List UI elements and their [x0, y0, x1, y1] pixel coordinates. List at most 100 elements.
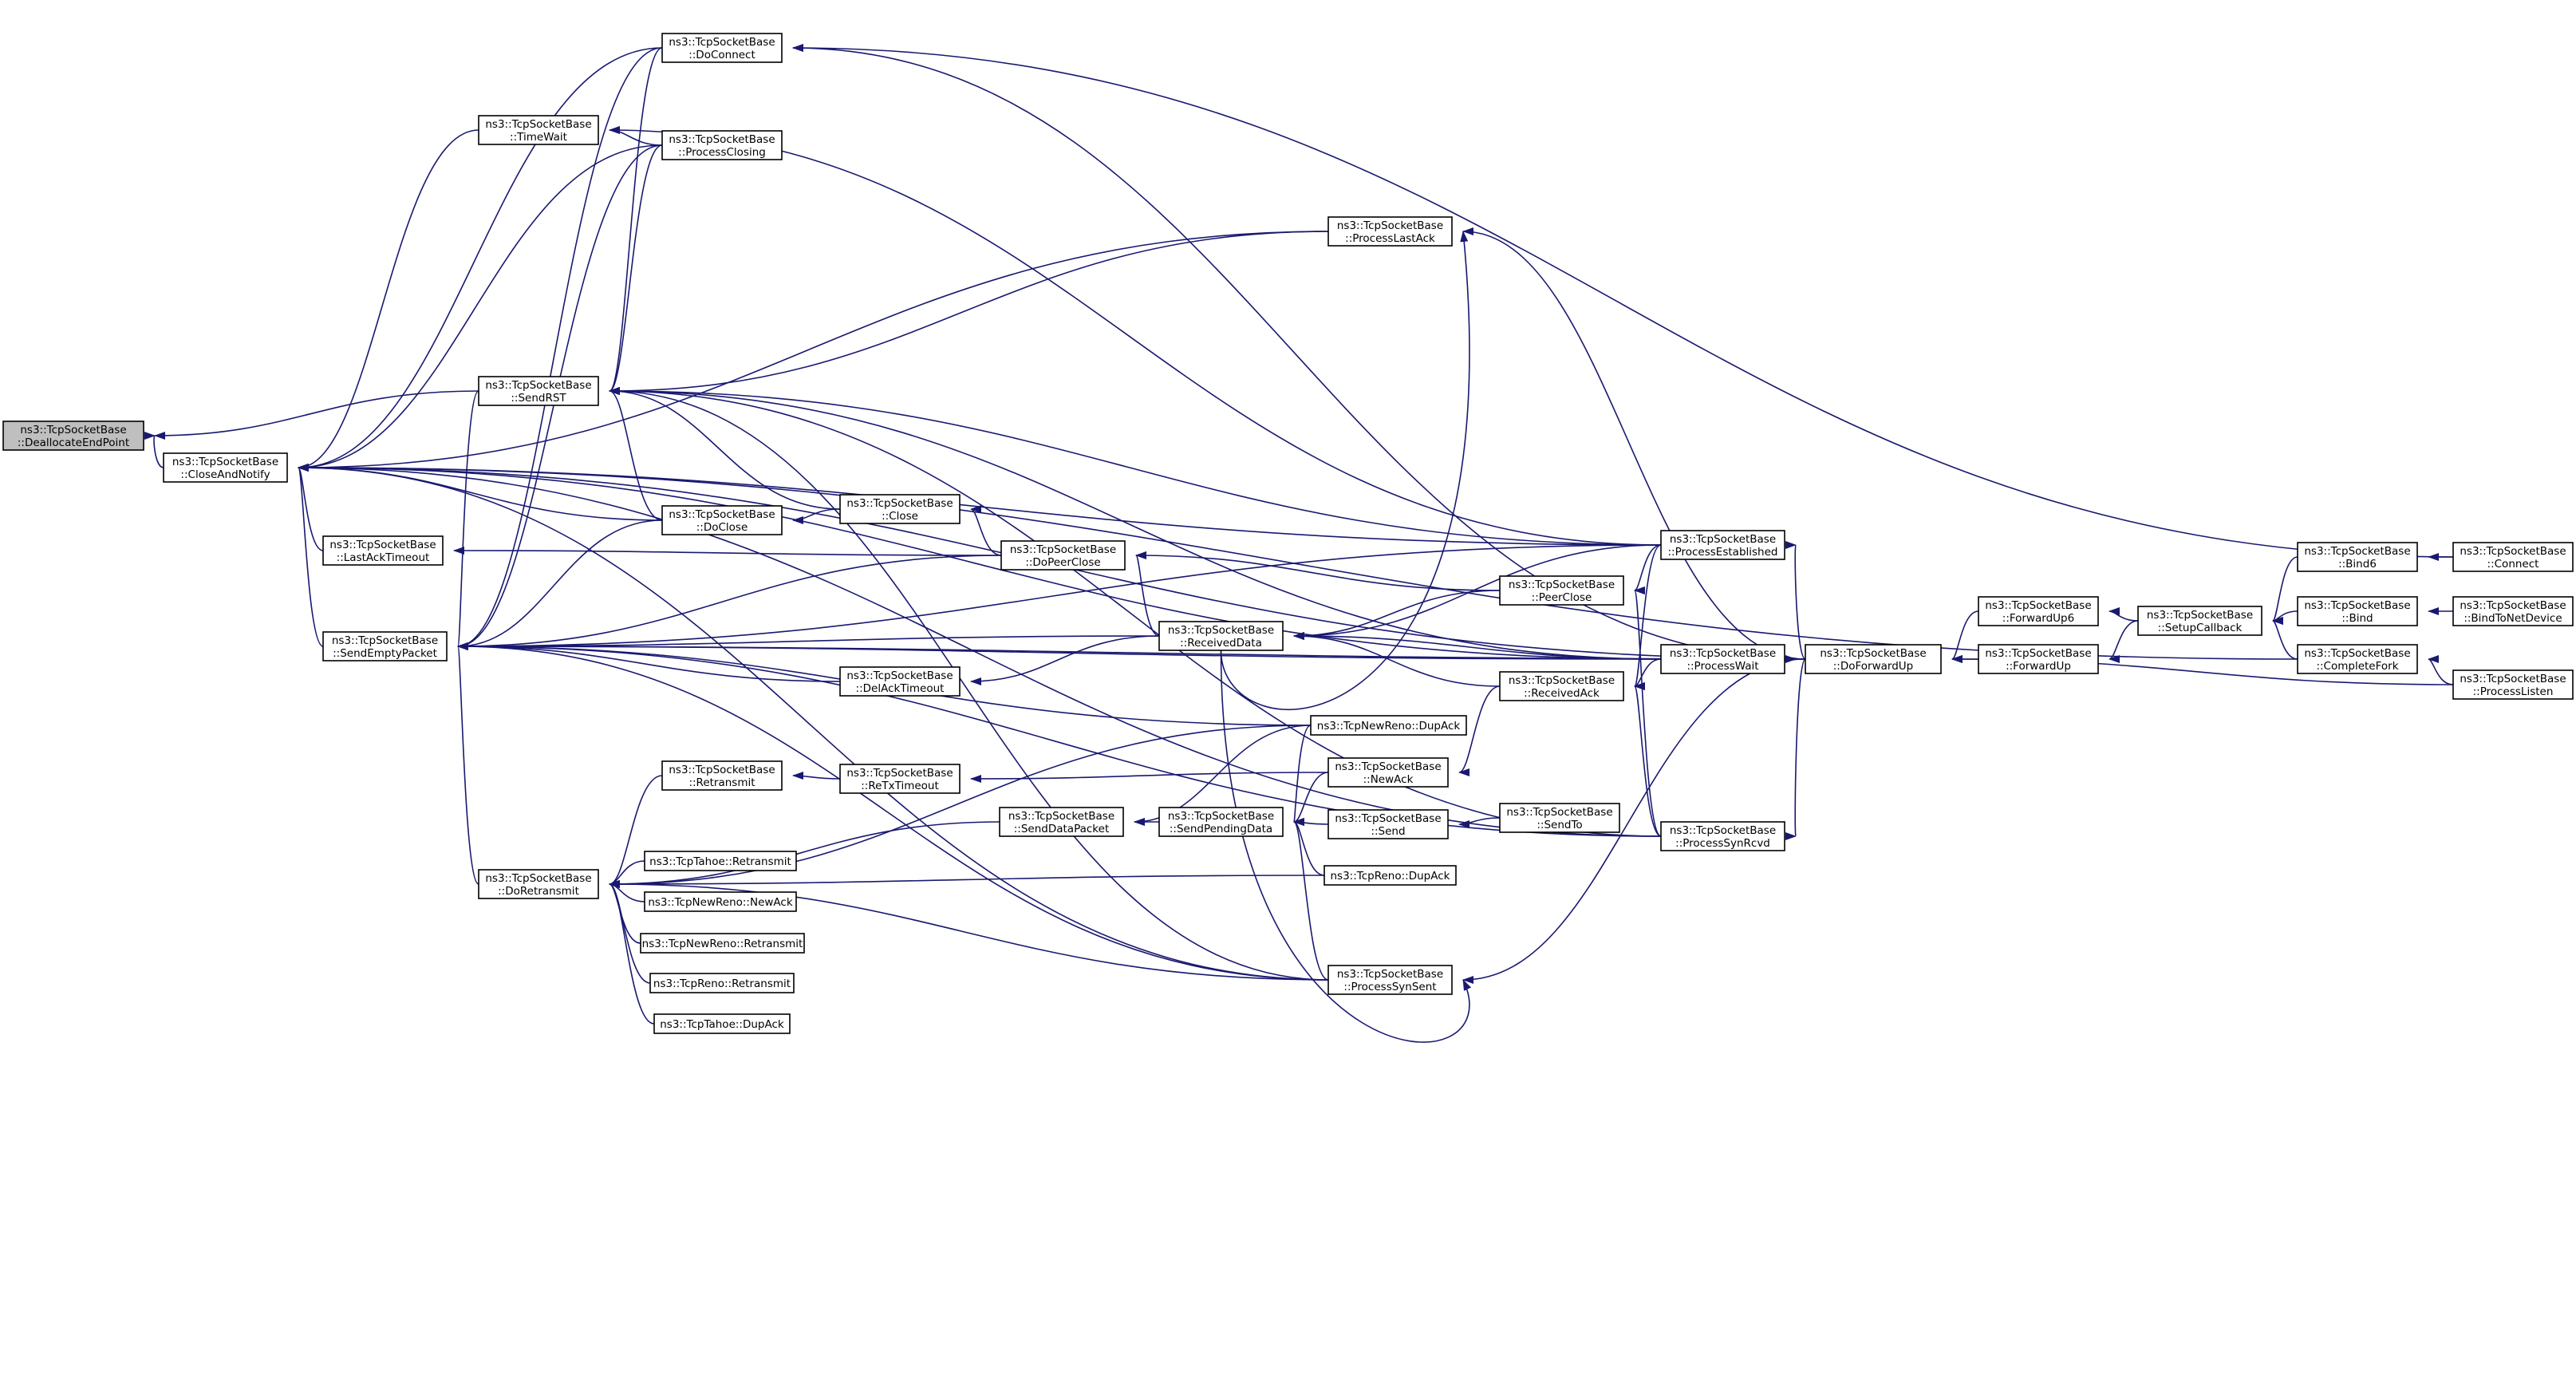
node-newreno_dupack[interactable]: ns3::TcpNewReno::DupAck — [1310, 715, 1467, 736]
node-processlastack[interactable]: ns3::TcpSocketBase::ProcessLastAck — [1327, 216, 1453, 247]
node-sendto[interactable]: ns3::TcpSocketBase::SendTo — [1499, 803, 1620, 833]
node-processlisten[interactable]: ns3::TcpSocketBase::ProcessListen — [2452, 669, 2574, 700]
node-box — [1660, 644, 1785, 674]
node-box — [1310, 715, 1467, 736]
edge-doconnect-to-closeandnotify — [298, 47, 663, 472]
node-box — [322, 631, 448, 661]
node-timewait[interactable]: ns3::TcpSocketBase::TimeWait — [478, 115, 599, 145]
node-label: ns3::TcpSocketBase — [1335, 812, 1441, 825]
edge-processestablished-to-sendrst — [609, 387, 1662, 546]
node-processclosing[interactable]: ns3::TcpSocketBase::ProcessClosing — [661, 130, 783, 160]
node-label: ::Bind6 — [2338, 558, 2377, 571]
node-label: ns3::TcpSocketBase — [329, 539, 436, 551]
node-bind[interactable]: ns3::TcpSocketBase::Bind — [2297, 596, 2418, 626]
node-label: ns3::TcpSocketBase — [669, 133, 775, 146]
node-processestablished[interactable]: ns3::TcpSocketBase::ProcessEstablished — [1660, 530, 1785, 560]
node-forwardup[interactable]: ns3::TcpSocketBase::ForwardUp — [1978, 644, 2099, 674]
edge-receiveddata-to-dopeerclose — [1135, 551, 1160, 637]
node-dealloc[interactable]: ns3::TcpSocketBase::DeallocateEndPoint — [2, 421, 144, 451]
node-box — [1978, 644, 2099, 674]
node-closeandnotify[interactable]: ns3::TcpSocketBase::CloseAndNotify — [163, 452, 288, 483]
node-reno_dupack[interactable]: ns3::TcpReno::DupAck — [1324, 865, 1457, 886]
edge-processestablished-to-sendemptypacket — [457, 544, 1662, 650]
node-label: ns3::TcpNewReno::DupAck — [1317, 720, 1461, 733]
node-box — [1324, 865, 1457, 886]
node-newreno_newack[interactable]: ns3::TcpNewReno::NewAck — [644, 891, 797, 912]
node-label: ns3::TcpSocketBase — [669, 36, 775, 49]
node-box — [1978, 596, 2099, 626]
node-bindtonetdevice[interactable]: ns3::TcpSocketBase::BindToNetDevice — [2452, 596, 2574, 626]
edge-senddatapacket-to-doretransmit — [609, 821, 1000, 888]
edge-setupcallback-to-forwardup — [2109, 620, 2139, 663]
node-label: ns3::TcpSocketBase — [1509, 579, 1615, 591]
node-label: ns3::TcpSocketBase — [669, 508, 775, 521]
edge-receivedack-to-newack — [1458, 685, 1501, 776]
edge-close-to-doclose — [792, 508, 841, 524]
node-box — [2137, 606, 2262, 636]
node-tahoe_dupack[interactable]: ns3::TcpTahoe::DupAck — [653, 1013, 791, 1034]
node-processsynrcvd[interactable]: ns3::TcpSocketBase::ProcessSynRcvd — [1660, 821, 1785, 851]
node-box — [2297, 596, 2418, 626]
node-newreno_retransmit[interactable]: ns3::TcpNewReno::Retransmit — [640, 933, 805, 954]
node-processwait[interactable]: ns3::TcpSocketBase::ProcessWait — [1660, 644, 1785, 674]
node-doretransmit[interactable]: ns3::TcpSocketBase::DoRetransmit — [478, 869, 599, 899]
node-senddatapacket[interactable]: ns3::TcpSocketBase::SendDataPacket — [999, 807, 1124, 837]
node-sendemptypacket[interactable]: ns3::TcpSocketBase::SendEmptyPacket — [322, 631, 448, 661]
node-retxtimeout[interactable]: ns3::TcpSocketBase::ReTxTimeout — [839, 764, 961, 794]
node-box — [478, 115, 599, 145]
edge-processestablished-to-timewait — [609, 126, 1662, 546]
edge-connect-to-doconnect — [792, 44, 2454, 558]
node-box — [644, 891, 797, 912]
edge-doforwardup-to-processsynrcvd — [1785, 658, 1806, 839]
node-label: ::ForwardUp — [2006, 660, 2071, 673]
edge-newreno_dupack-to-sendpendingdata — [1293, 725, 1312, 826]
edge-processestablished-to-receivedack — [1634, 544, 1662, 690]
node-label: ::PeerClose — [1532, 591, 1592, 604]
node-reno_retransmit[interactable]: ns3::TcpReno::Retransmit — [649, 973, 795, 993]
node-retransmit[interactable]: ns3::TcpSocketBase::Retransmit — [661, 760, 783, 791]
node-receivedack[interactable]: ns3::TcpSocketBase::ReceivedAck — [1499, 671, 1624, 701]
node-label: ::ForwardUp6 — [2002, 612, 2074, 625]
node-peerclose[interactable]: ns3::TcpSocketBase::PeerClose — [1499, 575, 1624, 606]
edge-processsynsent-to-sendemptypacket — [457, 642, 1329, 981]
node-processsynsent[interactable]: ns3::TcpSocketBase::ProcessSynSent — [1327, 965, 1453, 995]
node-lastacktimeout[interactable]: ns3::TcpSocketBase::LastAckTimeout — [322, 535, 444, 566]
node-newack[interactable]: ns3::TcpSocketBase::NewAck — [1327, 757, 1449, 788]
node-delacktimeout[interactable]: ns3::TcpSocketBase::DelAckTimeout — [839, 666, 961, 697]
edge-reno_dupack-to-sendpendingdata — [1293, 818, 1325, 876]
node-box — [2297, 644, 2418, 674]
edge-setupcallback-to-forwardup6 — [2109, 607, 2139, 622]
node-label: ns3::TcpReno::Retransmit — [653, 977, 791, 990]
node-receiveddata[interactable]: ns3::TcpSocketBase::ReceivedData — [1158, 621, 1284, 651]
node-sendrst[interactable]: ns3::TcpSocketBase::SendRST — [478, 376, 599, 406]
node-label: ::SendEmptyPacket — [333, 647, 437, 660]
node-label: ns3::TcpSocketBase — [485, 872, 591, 885]
edge-doclose-to-sendemptypacket — [457, 519, 663, 650]
node-box — [2452, 596, 2574, 626]
node-box — [1499, 575, 1624, 606]
node-label: ::SendTo — [1537, 819, 1582, 831]
node-doforwardup[interactable]: ns3::TcpSocketBase::DoForwardUp — [1805, 644, 1942, 674]
node-label: ns3::TcpSocketBase — [2304, 599, 2410, 612]
node-box — [1805, 644, 1942, 674]
edge-doforwardup-to-processlastack — [1462, 227, 1806, 660]
node-dopeerclose[interactable]: ns3::TcpSocketBase::DoPeerClose — [1000, 540, 1126, 571]
edge-sendemptypacket-to-closeandnotify — [298, 464, 324, 647]
node-setupcallback[interactable]: ns3::TcpSocketBase::SetupCallback — [2137, 606, 2262, 636]
node-connect[interactable]: ns3::TcpSocketBase::Connect — [2452, 542, 2574, 572]
node-label: ns3::TcpSocketBase — [1670, 647, 1776, 660]
node-box — [1327, 216, 1453, 247]
edge-processclosing-to-timewait — [609, 126, 663, 146]
node-label: ::Send — [1371, 825, 1405, 838]
node-bind6[interactable]: ns3::TcpSocketBase::Bind6 — [2297, 542, 2418, 572]
node-sendpendingdata[interactable]: ns3::TcpSocketBase::SendPendingData — [1158, 807, 1284, 837]
node-doconnect[interactable]: ns3::TcpSocketBase::DoConnect — [661, 33, 783, 63]
node-doclose[interactable]: ns3::TcpSocketBase::DoClose — [661, 505, 783, 535]
node-close[interactable]: ns3::TcpSocketBase::Close — [839, 494, 961, 524]
node-completefork[interactable]: ns3::TcpSocketBase::CompleteFork — [2297, 644, 2418, 674]
node-label: ns3::TcpSocketBase — [1820, 647, 1926, 660]
node-tahoe_retransmit[interactable]: ns3::TcpTahoe::Retransmit — [644, 851, 797, 871]
node-send[interactable]: ns3::TcpSocketBase::Send — [1327, 809, 1449, 839]
node-forwardup6[interactable]: ns3::TcpSocketBase::ForwardUp6 — [1978, 596, 2099, 626]
node-label: ns3::TcpSocketBase — [2460, 545, 2566, 558]
